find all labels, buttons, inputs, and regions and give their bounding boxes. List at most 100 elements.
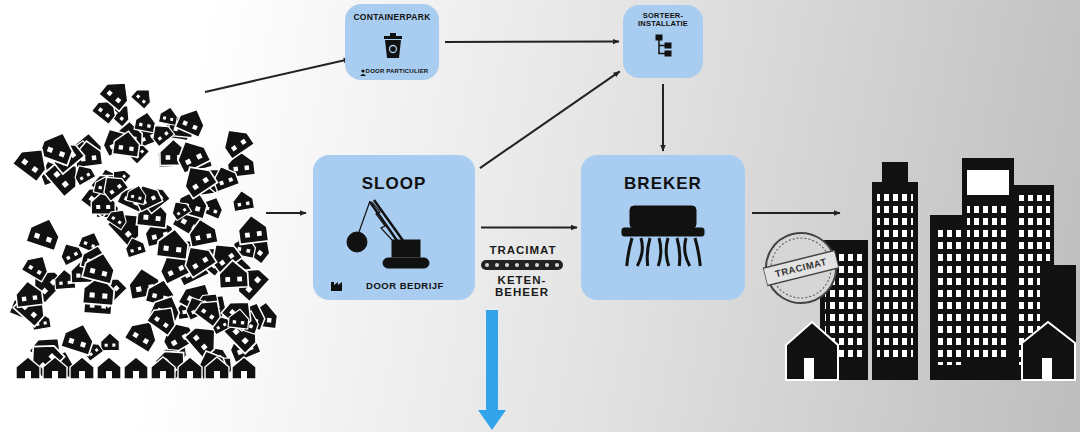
pile-house-part: [138, 247, 142, 251]
pile-house: [217, 122, 254, 159]
pile-house: [71, 161, 96, 186]
box-title: SLOOP: [362, 175, 427, 194]
pile-house-part: [245, 232, 250, 237]
pile-house-part: [133, 371, 139, 379]
pile-house-part: [46, 237, 52, 243]
pile-house: [16, 357, 40, 379]
building-windows: [967, 202, 1009, 362]
pile-house-part: [131, 84, 156, 109]
pile-house: [123, 235, 146, 258]
pile-house-part: [147, 301, 182, 336]
pile-house-part: [131, 195, 135, 199]
pile-house-part: [47, 147, 54, 154]
pile-house-part: [111, 216, 115, 220]
pile-house: [159, 106, 179, 126]
house-door: [804, 358, 814, 380]
house-pile: [9, 74, 279, 381]
pile-house-part: [92, 155, 97, 160]
pile-house-part: [156, 227, 190, 259]
pile-house-part: [62, 181, 69, 188]
process-label: TRACIMAT: [480, 244, 566, 256]
pile-house-part: [175, 104, 209, 137]
pile-house: [178, 159, 218, 199]
pile-house-part: [183, 208, 187, 212]
pile-house: [147, 301, 182, 336]
shredded-strands-part: [677, 238, 680, 266]
pile-house-part: [61, 320, 98, 356]
pile-house-part: [155, 216, 160, 221]
pile-house-part: [237, 203, 241, 207]
pile-house-part: [129, 146, 134, 151]
pile-house-part: [107, 90, 113, 96]
pile-house-part: [105, 344, 108, 347]
pile-house-part: [82, 250, 117, 285]
pile-house-part: [228, 253, 234, 259]
tree-lines: [659, 40, 665, 54]
pile-house-part: [168, 197, 191, 220]
pile-house-part: [123, 235, 146, 258]
pile-house-part: [177, 212, 181, 216]
building-windows: [934, 225, 962, 365]
pile-house-part: [249, 324, 254, 329]
conveyor-rollers-part: [495, 263, 499, 267]
building: [930, 215, 966, 380]
pile-house-part: [12, 140, 54, 181]
tree-box: [656, 35, 662, 40]
pile-house-part: [237, 213, 269, 244]
person-body: [360, 74, 366, 76]
flow-connector: [445, 41, 619, 43]
pile-house-part: [136, 94, 140, 98]
pile-house-part: [187, 217, 218, 247]
building: [872, 182, 918, 380]
conveyor-rollers-part: [535, 263, 539, 267]
pile-house-part: [101, 271, 107, 277]
pile-house: [14, 279, 43, 307]
flow-connector: [481, 227, 577, 229]
shredded-strands-part: [685, 238, 690, 266]
pile-house-part: [98, 170, 129, 201]
pile-house-part: [68, 338, 74, 344]
pile-house-part: [124, 357, 148, 379]
pile-house: [156, 227, 190, 259]
shredded-strands-part: [627, 238, 632, 266]
pile-house-part: [14, 279, 43, 307]
crane-boom: [370, 200, 404, 242]
crane-icon: [347, 200, 429, 268]
pile-house-part: [21, 250, 53, 281]
pile-house: [151, 357, 175, 379]
pile-house-part: [154, 316, 160, 322]
tree-box: [665, 43, 671, 48]
box-subtitle: DOOR BEDRIJF: [344, 281, 444, 291]
pile-house-part: [159, 106, 179, 126]
recycle-mark: [390, 46, 397, 53]
shredded-strands-part: [637, 238, 642, 266]
pile-house-part: [164, 131, 169, 136]
pile-house-part: [130, 249, 134, 253]
pile-house-part: [205, 357, 229, 379]
building-top: [882, 162, 908, 184]
pile-house-part: [102, 293, 107, 298]
wrecking-ball: [347, 232, 367, 252]
pile-house: [61, 320, 98, 356]
pile-house-part: [163, 245, 169, 251]
pile-house-part: [109, 189, 114, 194]
pile-house-part: [143, 338, 150, 345]
pile-house: [131, 84, 156, 109]
pile-house-part: [201, 344, 208, 351]
building-sign: [967, 170, 1009, 195]
pile-house-part: [152, 234, 158, 240]
pile-house-part: [223, 323, 227, 327]
pile-house-part: [167, 270, 173, 276]
process-label: KETEN-BEHEER: [489, 274, 555, 298]
conveyor-rollers-part: [485, 263, 489, 267]
box-subtitle: DOOR PARTICULIER: [356, 68, 429, 75]
stamp-outline-part: [763, 250, 839, 285]
pile-house: [70, 357, 94, 379]
pile-house-part: [257, 250, 263, 256]
pile-house-part: [246, 249, 250, 253]
pile-house-part: [228, 177, 233, 182]
blue-output-arrow: [478, 310, 506, 430]
pile-house-part: [219, 260, 225, 266]
conveyor-rollers-part: [525, 263, 529, 267]
